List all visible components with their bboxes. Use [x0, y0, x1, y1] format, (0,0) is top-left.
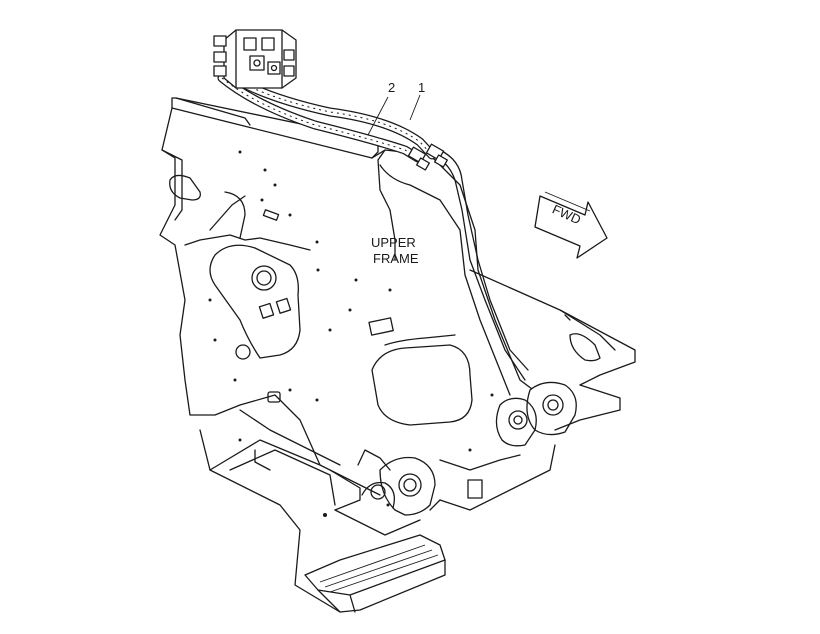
callout-1: 1 [418, 80, 425, 95]
hose-assembly [217, 73, 448, 171]
bolt-holes [208, 150, 494, 517]
upper-frame [159, 97, 636, 613]
valve-block [213, 29, 297, 89]
upper-frame-label-line1: UPPER [371, 235, 416, 250]
upper-frame-label-line2: FRAME [373, 251, 419, 266]
forward-arrow-icon: FWD [534, 191, 608, 259]
callout-leaders [367, 94, 421, 136]
callout-2: 2 [388, 80, 395, 95]
